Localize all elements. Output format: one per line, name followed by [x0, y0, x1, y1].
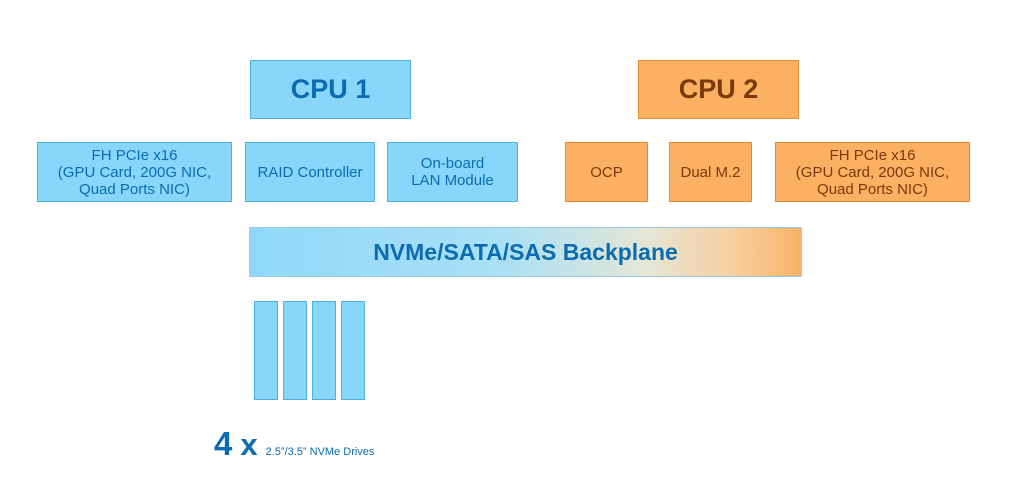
ocp-block: OCP — [565, 142, 648, 202]
cpu2-pcie-slot: FH PCIe x16 (GPU Card, 200G NIC, Quad Po… — [775, 142, 970, 202]
cpu1-pcie-line-1: FH PCIe x16 — [91, 146, 178, 164]
backplane-label: NVMe/SATA/SAS Backplane — [373, 238, 678, 265]
lan-module-line-1: On-board — [420, 155, 485, 172]
cpu-1-label: CPU 1 — [290, 74, 371, 104]
drives-caption: 4 x 2.5”/3.5” NVMe Drives — [214, 425, 374, 465]
cpu1-pcie-line-2: (GPU Card, 200G NIC, — [57, 163, 212, 181]
backplane-bar: NVMe/SATA/SAS Backplane — [249, 227, 802, 277]
drive-bay-1 — [254, 301, 278, 400]
cpu-1-block: CPU 1 — [250, 60, 411, 119]
cpu-2-label: CPU 2 — [678, 74, 759, 104]
drive-bay-2 — [283, 301, 307, 400]
drive-description: 2.5”/3.5” NVMe Drives — [265, 446, 375, 458]
drive-count: 4 — [214, 425, 233, 462]
lan-module-line-2: LAN Module — [411, 172, 494, 189]
cpu2-pcie-line-1: FH PCIe x16 — [829, 146, 916, 164]
ocp-label: OCP — [590, 163, 623, 181]
cpu1-pcie-line-3: Quad Ports NIC) — [79, 180, 190, 198]
lan-module-block: On-board LAN Module — [387, 142, 518, 202]
cpu2-pcie-line-2: (GPU Card, 200G NIC, — [795, 163, 950, 181]
drive-bay-4 — [341, 301, 365, 400]
dual-m2-label: Dual M.2 — [680, 163, 741, 181]
raid-controller-label: RAID Controller — [257, 163, 363, 181]
drive-bay-3 — [312, 301, 336, 400]
raid-controller-block: RAID Controller — [245, 142, 375, 202]
cpu2-pcie-line-3: Quad Ports NIC) — [817, 180, 928, 198]
cpu-2-block: CPU 2 — [638, 60, 799, 119]
dual-m2-block: Dual M.2 — [669, 142, 752, 202]
drive-multiplier: x — [240, 427, 258, 462]
cpu1-pcie-slot: FH PCIe x16 (GPU Card, 200G NIC, Quad Po… — [37, 142, 232, 202]
